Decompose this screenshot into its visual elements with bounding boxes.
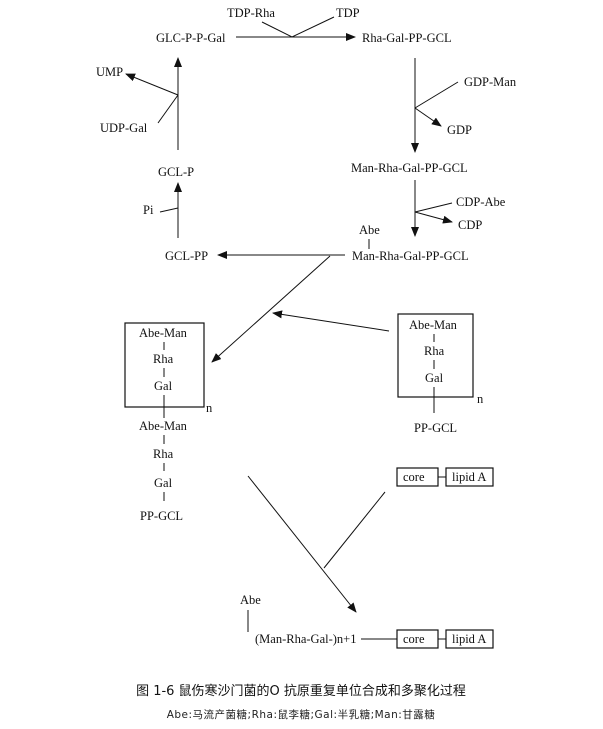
label-gdp-man: GDP-Man bbox=[464, 75, 517, 89]
branch-udp-gal bbox=[157, 94, 179, 124]
arrow-polymer-to-product bbox=[247, 475, 357, 613]
label-abe-top: Abe bbox=[359, 223, 380, 237]
right-box-rha: Rha bbox=[424, 344, 445, 358]
left-chain-rha: Rha bbox=[153, 447, 174, 461]
label-man-rha-gal-pp-gcl: Man-Rha-Gal-PP-GCL bbox=[351, 161, 468, 175]
branch-pi bbox=[159, 207, 179, 213]
branch-core-lipid-a bbox=[323, 491, 386, 569]
left-box-rha: Rha bbox=[153, 352, 174, 366]
arrow-to-ump bbox=[125, 73, 179, 96]
label-cdp-abe: CDP-Abe bbox=[456, 195, 506, 209]
label-gcl-pp: GCL-PP bbox=[165, 249, 208, 263]
bottom-core-label: core bbox=[403, 632, 425, 646]
right-box-gal: Gal bbox=[425, 371, 444, 385]
figure-caption: 图 1-6 鼠伤寒沙门菌的O 抗原重复单位合成和多聚化过程 bbox=[136, 683, 466, 699]
left-box-n: n bbox=[206, 401, 213, 415]
left-chain-gal: Gal bbox=[154, 476, 173, 490]
bottom-lipid-a-label: lipid A bbox=[452, 632, 486, 646]
bottom-chain: (Man-Rha-Gal-)n+1 bbox=[255, 632, 356, 646]
branch-tdp-rha-tdp bbox=[261, 16, 335, 38]
right-polymer-box bbox=[397, 313, 474, 398]
lipid-a-label: lipid A bbox=[452, 470, 486, 484]
figure-legend: Abe:马流产菌糖;Rha:鼠李糖;Gal:半乳糖;Man:甘露糖 bbox=[167, 708, 436, 721]
right-box-n: n bbox=[477, 392, 484, 406]
label-gdp: GDP bbox=[447, 123, 472, 137]
label-glc-p-p-gal: GLC-P-P-Gal bbox=[156, 31, 226, 45]
branch-gdp-man bbox=[414, 81, 459, 109]
label-abe-man-rha-gal-pp-gcl: Man-Rha-Gal-PP-GCL bbox=[352, 249, 469, 263]
label-rha-gal-pp-gcl: Rha-Gal-PP-GCL bbox=[362, 31, 452, 45]
label-ump: UMP bbox=[96, 65, 123, 79]
branch-cdp-abe bbox=[414, 202, 453, 213]
bottom-abe: Abe bbox=[240, 593, 261, 607]
label-gcl-p: GCL-P bbox=[158, 165, 194, 179]
label-cdp: CDP bbox=[458, 218, 482, 232]
right-box-pp-gcl: PP-GCL bbox=[414, 421, 457, 435]
left-box-gal: Gal bbox=[154, 379, 173, 393]
label-udp-gal: UDP-Gal bbox=[100, 121, 148, 135]
right-box-abe-man: Abe-Man bbox=[409, 318, 458, 332]
left-chain-pp-gcl: PP-GCL bbox=[140, 509, 183, 523]
label-pi: Pi bbox=[143, 203, 154, 217]
left-box-abe-man: Abe-Man bbox=[139, 326, 188, 340]
bottom-lipid-a-box bbox=[445, 629, 494, 649]
arrow-to-left-box bbox=[211, 255, 331, 363]
left-chain-abe-man: Abe-Man bbox=[139, 419, 188, 433]
lipid-a-box bbox=[445, 467, 494, 487]
arrow-right-box-to-diagonal bbox=[272, 310, 390, 332]
label-tdp: TDP bbox=[336, 6, 360, 20]
label-tdp-rha: TDP-Rha bbox=[227, 6, 275, 20]
core-label: core bbox=[403, 470, 425, 484]
arrow-to-gdp bbox=[414, 107, 442, 127]
arrow-to-cdp bbox=[414, 211, 453, 224]
